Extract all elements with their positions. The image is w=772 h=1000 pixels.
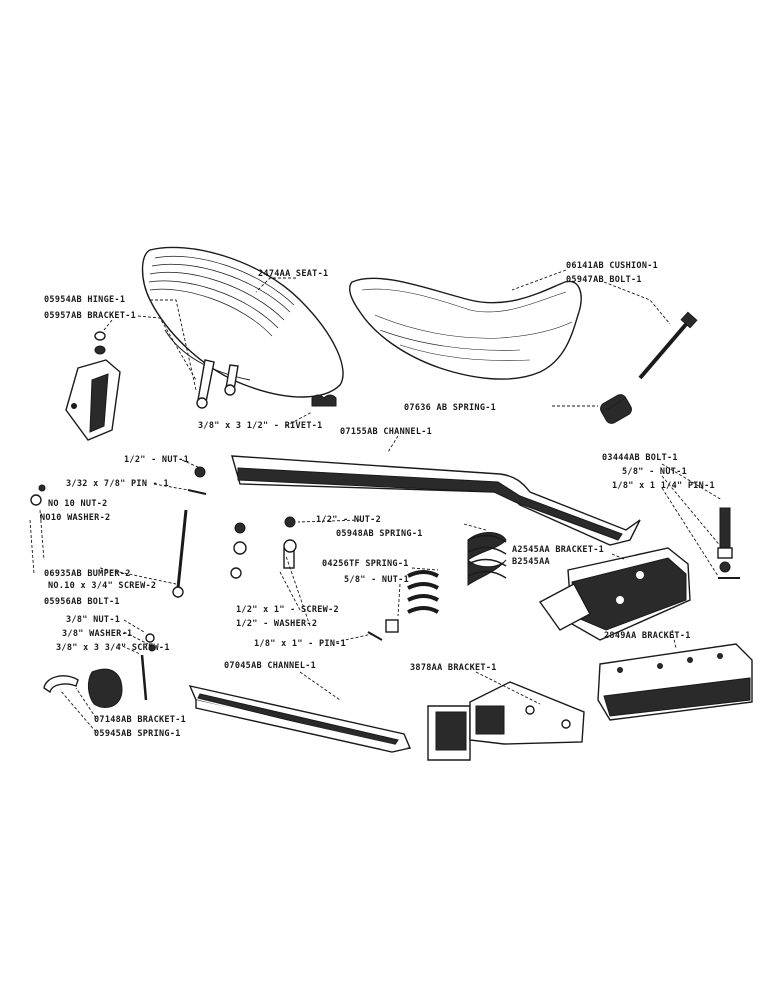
label-screw-no10: NO.10 x 3/4" SCREW-2 (48, 581, 156, 591)
cushion-bolt-part (638, 311, 698, 380)
label-bracket-07148: 07148AB BRACKET-1 (94, 715, 186, 725)
label-rivet: 3/8" x 3 1/2" - RIVET-1 (198, 421, 323, 431)
label-pin-332: 3/32 x 7/8" PIN - 1 (66, 479, 169, 489)
spring-05948-part (467, 532, 507, 586)
channel-07045-part (188, 685, 412, 753)
label-bolt-05956: 05956AB BOLT-1 (44, 597, 120, 607)
cushion-part (348, 277, 582, 380)
label-bracket-b2545: B2545AA (512, 557, 550, 567)
label-washer-38: 3/8" WASHER-1 (62, 629, 132, 639)
label-bracket-a2545: A2545AA BRACKET-1 (512, 545, 604, 555)
label-channel-07045: 07045AB CHANNEL-1 (224, 661, 316, 671)
label-nut-38: 3/8" NUT-1 (66, 615, 120, 625)
label-nut-no10: NO 10 NUT-2 (48, 499, 108, 509)
label-spring-05945: 05945AB SPRING-1 (94, 729, 181, 739)
label-washer-half: 1/2" - WASHER-2 (236, 619, 317, 629)
label-bumper: 06935AB BUMPER-2 (44, 569, 131, 579)
label-bracket-hinge: 05957AB BRACKET-1 (44, 311, 136, 321)
label-nut-half-top: 1/2" - NUT-1 (124, 455, 189, 465)
label-nut-half-2: 1/2" - NUT-2 (316, 515, 381, 525)
hinge-bracket-part (65, 331, 121, 441)
label-spring-07636: 07636 AB SPRING-1 (404, 403, 496, 413)
label-cushion: 06141AB CUSHION-1 (566, 261, 658, 271)
label-spring-05948: 05948AB SPRING-1 (336, 529, 423, 539)
label-screw-half: 1/2" x 1" - SCREW-2 (236, 605, 339, 615)
leader-lines (29, 269, 723, 733)
label-bolt-03444: 03444AB BOLT-1 (602, 453, 678, 463)
bracket-3878-part (427, 681, 585, 761)
label-screw-38: 3/8" x 3 3/4" SCREW-1 (56, 643, 170, 653)
label-channel-07155: 07155AB CHANNEL-1 (340, 427, 432, 437)
middle-hardware-part (230, 516, 399, 641)
bracket-2849-part (597, 643, 753, 721)
bracket-07148-part (43, 633, 156, 708)
label-pin-18: 1/8" x 1" - PIN-1 (254, 639, 346, 649)
label-pin-right: 1/8" x 1 1/4" PIN-1 (612, 481, 715, 491)
spring-04256-part (407, 570, 439, 614)
label-nut-58-right: 5/8" - NUT-1 (622, 467, 687, 477)
bracket-a2545-part (538, 547, 691, 641)
label-bracket-2849: 2849AA BRACKET-1 (604, 631, 691, 641)
bolt-03444-part (717, 507, 740, 579)
label-hinge: 05954AB HINGE-1 (44, 295, 125, 305)
label-nut-58-mid: 5/8" - NUT-1 (344, 575, 409, 585)
label-washer-no10: NO10 WASHER-2 (40, 513, 110, 523)
label-bolt-cushion: 05947AB BOLT-1 (566, 275, 642, 285)
left-hardware-part (30, 466, 207, 598)
label-bracket-3878: 3878AA BRACKET-1 (410, 663, 497, 673)
channel-07155-part (231, 455, 641, 546)
seat-pan-part (141, 246, 344, 409)
spring-07636-part (600, 394, 632, 424)
label-spring-04256: 04256TF SPRING-1 (322, 559, 409, 569)
label-seat: 2474AA SEAT-1 (258, 269, 328, 279)
